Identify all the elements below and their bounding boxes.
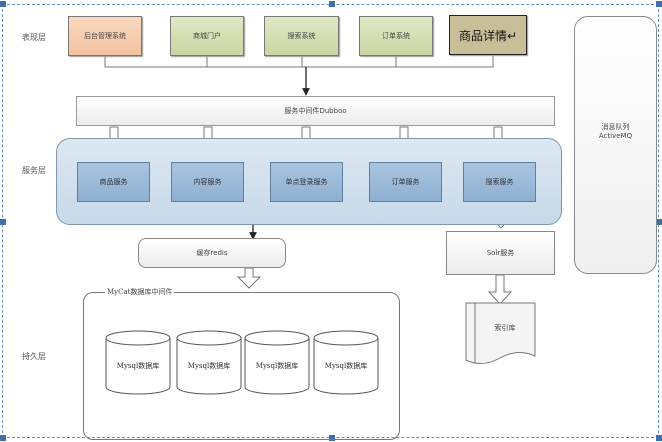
resize-handle-top-left[interactable] xyxy=(0,1,6,7)
resize-handle-bottom-left[interactable] xyxy=(0,435,6,441)
mq-label-line2: ActiveMQ xyxy=(598,132,633,140)
hollow-arrow-to-mycat xyxy=(236,267,262,289)
mycat-label: MyCat数据库中间件 xyxy=(105,287,175,297)
system-product-detail[interactable]: 商品详情↵ xyxy=(449,15,527,55)
db-cylinder xyxy=(105,330,171,395)
solr-service[interactable]: Solr服务 xyxy=(446,231,555,275)
service-order[interactable]: 订单服务 xyxy=(369,162,442,202)
resize-handle-bottom[interactable] xyxy=(329,435,335,441)
index-document-shape xyxy=(465,302,536,364)
solr-label: Solr服务 xyxy=(486,249,515,257)
resize-handle-top[interactable] xyxy=(329,1,335,7)
resize-handle-top-right[interactable] xyxy=(656,1,662,7)
service-label: 商品服务 xyxy=(99,178,128,186)
resize-handle-bottom-right[interactable] xyxy=(656,435,662,441)
system-label: 商城门户 xyxy=(193,32,221,40)
system-label: 订单系统 xyxy=(382,32,410,40)
layer-label-presentation: 表现层 xyxy=(22,33,46,42)
service-label: 单点登录服务 xyxy=(285,178,328,186)
system-search[interactable]: 搜索系统 xyxy=(264,16,339,56)
layer-label-persistence: 持久层 xyxy=(22,352,46,361)
redis-cache[interactable]: 缓存redis xyxy=(138,238,286,268)
dubbo-middleware[interactable]: 服务中间件Dubboo xyxy=(76,96,555,126)
index-label: 索引库 xyxy=(494,324,516,332)
db-label: Mysql数据库 xyxy=(255,362,299,370)
service-content[interactable]: 内容服务 xyxy=(171,162,244,202)
service-label: 订单服务 xyxy=(391,178,420,186)
database-cylinders xyxy=(105,330,379,395)
message-queue[interactable]: 消息队列 ActiveMQ xyxy=(574,16,657,274)
layer-label-service: 服务层 xyxy=(22,166,46,175)
hollow-arrow-to-index xyxy=(487,274,513,305)
resize-handle-left[interactable] xyxy=(0,219,6,225)
service-label: 内容服务 xyxy=(193,178,222,186)
db-cylinder xyxy=(244,330,310,395)
mq-label-line1: 消息队列 xyxy=(601,123,630,131)
service-product[interactable]: 商品服务 xyxy=(77,162,150,202)
service-label: 搜索服务 xyxy=(485,178,514,186)
db-cylinder xyxy=(176,330,242,395)
service-search[interactable]: 搜索服务 xyxy=(463,162,536,202)
system-label: 搜索系统 xyxy=(287,32,316,40)
system-order[interactable]: 订单系统 xyxy=(359,16,433,56)
system-portal[interactable]: 商城门户 xyxy=(170,16,244,56)
db-label: Mysql数据库 xyxy=(187,362,231,370)
db-cylinder xyxy=(313,330,379,395)
dubbo-label: 服务中间件Dubboo xyxy=(284,107,347,115)
db-label: Mysql数据库 xyxy=(324,362,368,370)
redis-label: 缓存redis xyxy=(196,249,228,257)
service-sso[interactable]: 单点登录服务 xyxy=(270,162,343,202)
system-label: 后台管理系统 xyxy=(84,32,126,40)
system-label: 商品详情↵ xyxy=(458,28,518,43)
resize-handle-right[interactable] xyxy=(656,219,662,225)
mycat-container[interactable] xyxy=(83,292,400,440)
presentation-connector xyxy=(104,56,494,68)
system-admin[interactable]: 后台管理系统 xyxy=(68,16,142,56)
db-label: Mysql数据库 xyxy=(116,362,160,370)
